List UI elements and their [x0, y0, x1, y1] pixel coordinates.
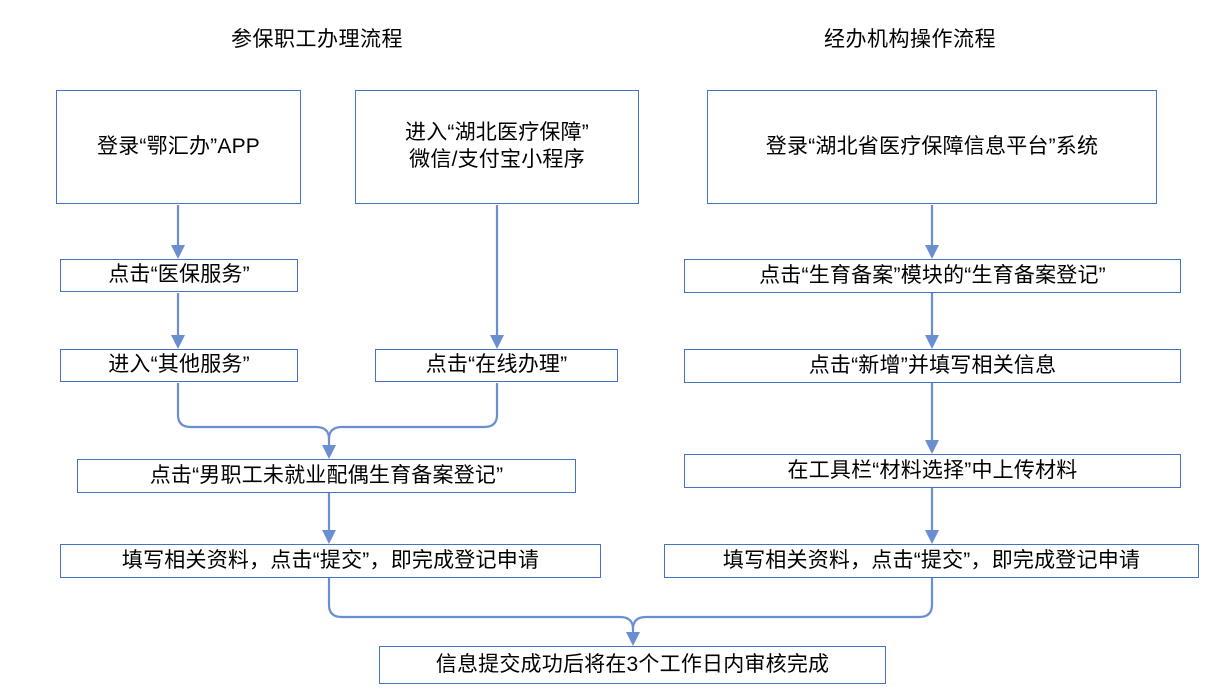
node-right-submit-label: 填写相关资料，点击“提交”，即完成登记申请 — [722, 548, 1141, 572]
arrow-miniprogram-to-online — [490, 205, 504, 349]
node-enter-miniprogram[interactable]: 进入“湖北医疗保障” 微信/支付宝小程序 — [355, 90, 639, 204]
node-enter-other-service[interactable]: 进入“其他服务” — [60, 349, 298, 382]
node-left-submit[interactable]: 填写相关资料，点击“提交”，即完成登记申请 — [60, 544, 601, 578]
merge-connector-to-final — [327, 578, 934, 646]
node-click-male-spouse-registration[interactable]: 点击“男职工未就业配偶生育备案登记” — [77, 459, 576, 493]
node-upload-material-label: 在工具栏“材料选择”中上传材料 — [787, 458, 1078, 482]
node-final-result[interactable]: 信息提交成功后将在3个工作日内审核完成 — [379, 646, 886, 684]
node-login-platform[interactable]: 登录“湖北省医疗保障信息平台”系统 — [707, 90, 1157, 204]
arrow-app-to-yibao — [171, 205, 185, 259]
left-column-title: 参保职工办理流程 — [231, 28, 403, 51]
node-enter-miniprogram-label-line1: 进入“湖北医疗保障” — [405, 121, 589, 145]
node-login-app[interactable]: 登录“鄂汇办”APP — [56, 90, 301, 204]
node-enter-miniprogram-label-line2: 微信/支付宝小程序 — [409, 148, 585, 171]
arrow-upload-to-right-submit — [925, 488, 939, 544]
arrow-yibao-to-other — [171, 293, 185, 349]
node-click-yibao-service[interactable]: 点击“医保服务” — [60, 259, 298, 292]
node-left-submit-label: 填写相关资料，点击“提交”，即完成登记申请 — [121, 548, 540, 572]
node-click-online-handle-label: 点击“在线办理” — [425, 353, 568, 377]
node-upload-material[interactable]: 在工具栏“材料选择”中上传材料 — [684, 454, 1181, 488]
arrow-addinfo-to-upload — [925, 383, 939, 454]
node-add-and-fill-info[interactable]: 点击“新增”并填写相关信息 — [684, 349, 1181, 383]
node-click-online-handle[interactable]: 点击“在线办理” — [375, 349, 618, 382]
node-birth-record-module-label: 点击“生育备案”模块的“生育备案登记” — [759, 263, 1106, 287]
node-click-male-spouse-registration-label: 点击“男职工未就业配偶生育备案登记” — [149, 463, 504, 487]
node-add-and-fill-info-label: 点击“新增”并填写相关信息 — [808, 353, 1057, 377]
node-birth-record-module[interactable]: 点击“生育备案”模块的“生育备案登记” — [684, 259, 1181, 293]
arrow-registration-to-left-submit — [322, 493, 336, 544]
node-login-app-label: 登录“鄂汇办”APP — [96, 134, 260, 158]
node-login-platform-label: 登录“湖北省医疗保障信息平台”系统 — [765, 134, 1099, 158]
arrow-module-to-addinfo — [925, 293, 939, 349]
node-enter-other-service-label: 进入“其他服务” — [108, 353, 250, 377]
node-right-submit[interactable]: 填写相关资料，点击“提交”，即完成登记申请 — [664, 544, 1199, 578]
node-final-result-label: 信息提交成功后将在3个工作日内审核完成 — [435, 652, 830, 676]
merge-connector-to-registration — [176, 383, 499, 459]
right-column-title: 经办机构操作流程 — [824, 28, 996, 51]
node-click-yibao-service-label: 点击“医保服务” — [108, 263, 250, 287]
arrow-platform-to-module — [925, 205, 939, 259]
